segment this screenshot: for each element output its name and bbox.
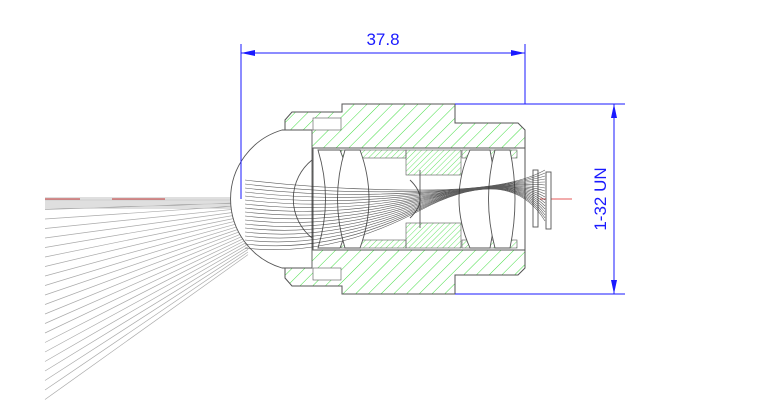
lens-elements bbox=[230, 129, 552, 269]
ray bbox=[244, 187, 546, 235]
ray bbox=[244, 184, 546, 205]
ray bbox=[44, 225, 249, 296]
ray bbox=[44, 243, 249, 362]
length-dimension bbox=[240, 44, 526, 199]
ray bbox=[244, 187, 546, 231]
ray bbox=[244, 186, 546, 220]
ray bbox=[44, 233, 249, 324]
ray bbox=[44, 238, 249, 343]
ray bbox=[244, 188, 546, 250]
ray bbox=[44, 223, 249, 286]
ray bbox=[44, 217, 249, 267]
ray-bundle-inner bbox=[244, 169, 546, 250]
ray bbox=[244, 186, 546, 212]
ray bbox=[44, 236, 249, 334]
ray bbox=[44, 220, 249, 277]
ray bbox=[244, 187, 546, 227]
ray bbox=[44, 246, 249, 372]
ray bbox=[44, 249, 249, 381]
ray bbox=[44, 204, 249, 220]
ray bbox=[44, 207, 249, 229]
ray bbox=[244, 188, 546, 247]
ray bbox=[244, 187, 546, 223]
ray bbox=[244, 178, 546, 198]
ray bbox=[244, 169, 546, 191]
ray bbox=[244, 172, 546, 193]
ray bbox=[44, 251, 249, 391]
thread-dimension-label: 1-32 UN bbox=[591, 167, 610, 230]
ray bbox=[244, 186, 546, 216]
ray bbox=[244, 185, 546, 209]
ray bbox=[44, 215, 249, 258]
ray bbox=[44, 241, 249, 353]
ray bbox=[44, 254, 249, 400]
ray bbox=[244, 188, 546, 243]
ray bbox=[44, 210, 249, 239]
length-dimension-label: 37.8 bbox=[366, 30, 399, 49]
thread-dimension bbox=[455, 103, 625, 295]
ray bbox=[244, 188, 546, 239]
ray bbox=[44, 212, 249, 248]
ray bbox=[244, 181, 546, 201]
ray-bundle-left bbox=[44, 197, 249, 400]
ray bbox=[44, 228, 249, 305]
ray bbox=[244, 175, 546, 195]
ray bbox=[44, 230, 249, 315]
